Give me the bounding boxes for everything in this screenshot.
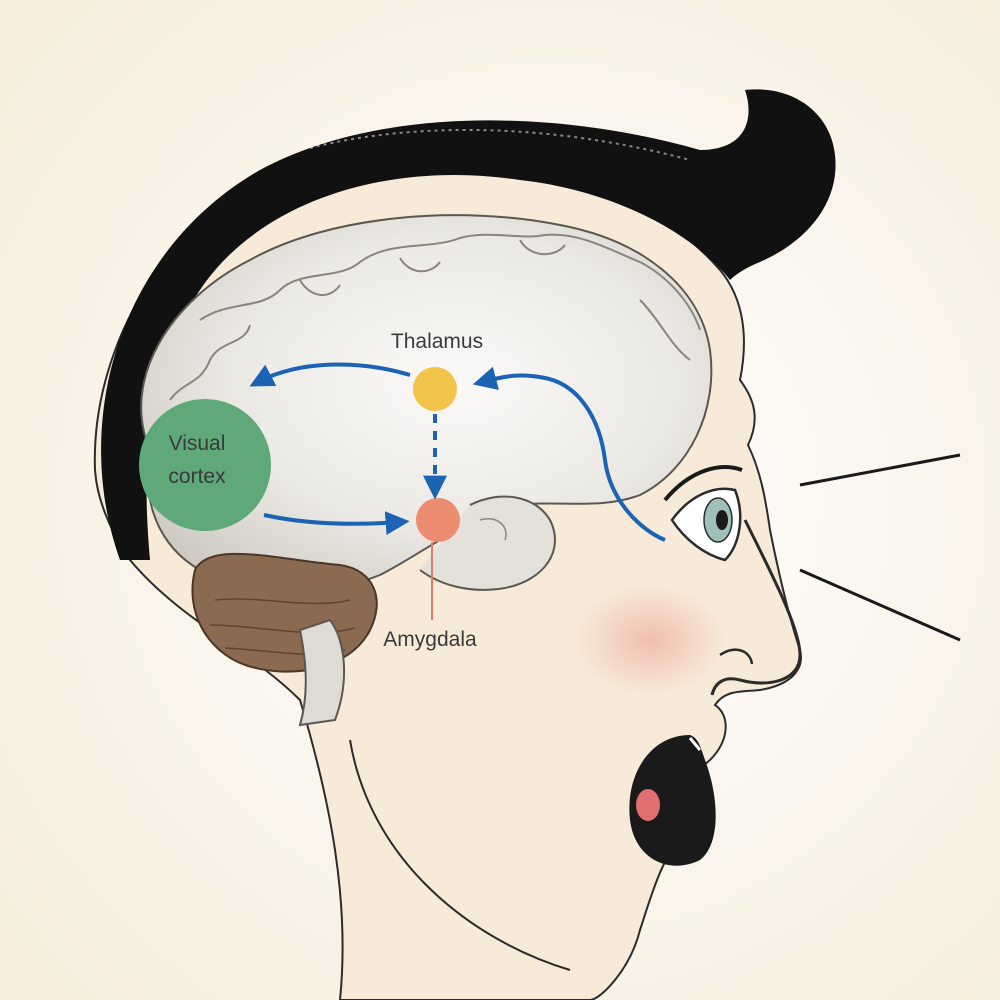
eye-to-thalamus-arrow bbox=[472, 366, 666, 542]
thalamus-label: Thalamus bbox=[391, 330, 483, 353]
visual-cortex-node bbox=[139, 399, 271, 531]
hair bbox=[101, 89, 836, 561]
amygdala-node bbox=[416, 498, 460, 542]
cortex-to-amygdala-arrow bbox=[263, 511, 410, 536]
thalamus-node bbox=[413, 367, 457, 411]
motion-line-upper bbox=[799, 453, 961, 487]
eye-icon bbox=[663, 465, 743, 562]
visual-cortex-label-line1: Visual bbox=[169, 432, 226, 455]
visual-cortex-label-line2: cortex bbox=[168, 465, 226, 488]
open-mouth bbox=[629, 735, 716, 866]
amygdala-label: Amygdala bbox=[383, 628, 477, 651]
thalamus-to-cortex-arrow bbox=[249, 362, 411, 387]
motion-line-lower bbox=[799, 568, 961, 642]
